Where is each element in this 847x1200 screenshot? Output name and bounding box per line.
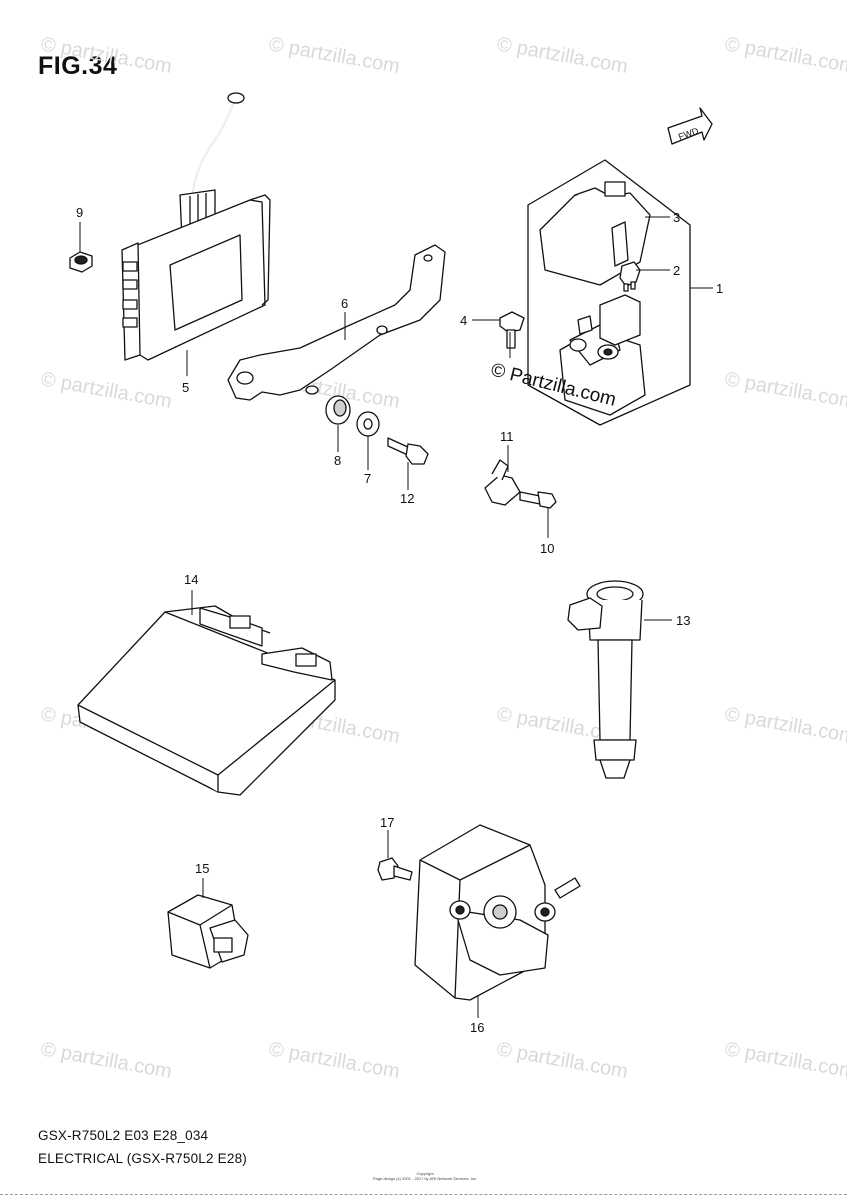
clamp-part-11	[484, 459, 521, 506]
callout-2: 2	[673, 263, 680, 278]
callout-10: 10	[540, 541, 554, 556]
callout-labels: 1 2 3 4 5 6 7 8 9 10 11 12 13 14 15 16 1…	[76, 205, 723, 1035]
starter-relay-part-1	[559, 294, 646, 416]
copyright-line-2: Page design (c) 2001 - 2017 by ARI Netwo…	[372, 1176, 478, 1181]
screw-part-17	[377, 857, 413, 881]
callout-13: 13	[676, 613, 690, 628]
diagram-code: GSX-R750L2 E03 E28_034	[38, 1128, 209, 1143]
forward-arrow-icon: FWD	[667, 107, 713, 145]
copyright-notice: Copyright Page design (c) 2001 - 2017 by…	[340, 1171, 510, 1181]
callout-14: 14	[184, 572, 198, 587]
bracket-part-6	[227, 244, 446, 401]
grommet-part-8	[325, 395, 351, 425]
figure-title: FIG.34	[38, 52, 118, 80]
watermark: © partzilla.com	[495, 1038, 629, 1083]
nut-part-9	[69, 251, 93, 273]
connector-part-15	[167, 894, 249, 969]
diagram-subtitle: ELECTRICAL (GSX-R750L2 E28)	[38, 1151, 247, 1166]
watermark: © partzilla.com	[723, 368, 847, 413]
callout-8: 8	[334, 453, 341, 468]
bolt-part-12	[387, 437, 429, 465]
watermark: © partzilla.com	[39, 33, 173, 78]
washer-part-7	[356, 411, 380, 437]
callout-17: 17	[380, 815, 394, 830]
watermark: © partzilla.com	[495, 33, 629, 78]
watermark: © partzilla.com	[723, 703, 847, 748]
page-divider	[0, 1194, 847, 1195]
watermark: © partzilla.com	[39, 368, 173, 413]
callout-4: 4	[460, 313, 467, 328]
callout-6: 6	[341, 296, 348, 311]
callout-5: 5	[182, 380, 189, 395]
throttle-sensor-part-16	[414, 824, 581, 1001]
ecm-part-14	[77, 605, 336, 796]
watermark: © partzilla.com	[267, 33, 401, 78]
bolt-part-4	[499, 311, 525, 349]
watermark: © partzilla.com	[723, 33, 847, 78]
callout-12: 12	[400, 491, 414, 506]
leader-lines	[79, 216, 713, 1018]
watermark: © partzilla.com	[39, 1038, 173, 1083]
watermark: © partzilla.com	[267, 1038, 401, 1083]
callout-16: 16	[470, 1020, 484, 1035]
fuse-part-2	[619, 261, 641, 292]
callout-3: 3	[673, 210, 680, 225]
callout-1: 1	[716, 281, 723, 296]
copyright-line-1: Copyright	[416, 1171, 434, 1176]
regulator-rectifier	[121, 92, 271, 361]
relay-cover-part-3	[539, 181, 651, 286]
starter-relay-assembly-outline	[527, 159, 691, 426]
callout-15: 15	[195, 861, 209, 876]
watermark: © partzilla.com	[723, 1038, 847, 1083]
callout-9: 9	[76, 205, 83, 220]
callout-7: 7	[364, 471, 371, 486]
callout-11: 11	[500, 429, 514, 444]
screw-part-10	[519, 491, 557, 509]
ignition-coil-part-13	[567, 580, 644, 779]
